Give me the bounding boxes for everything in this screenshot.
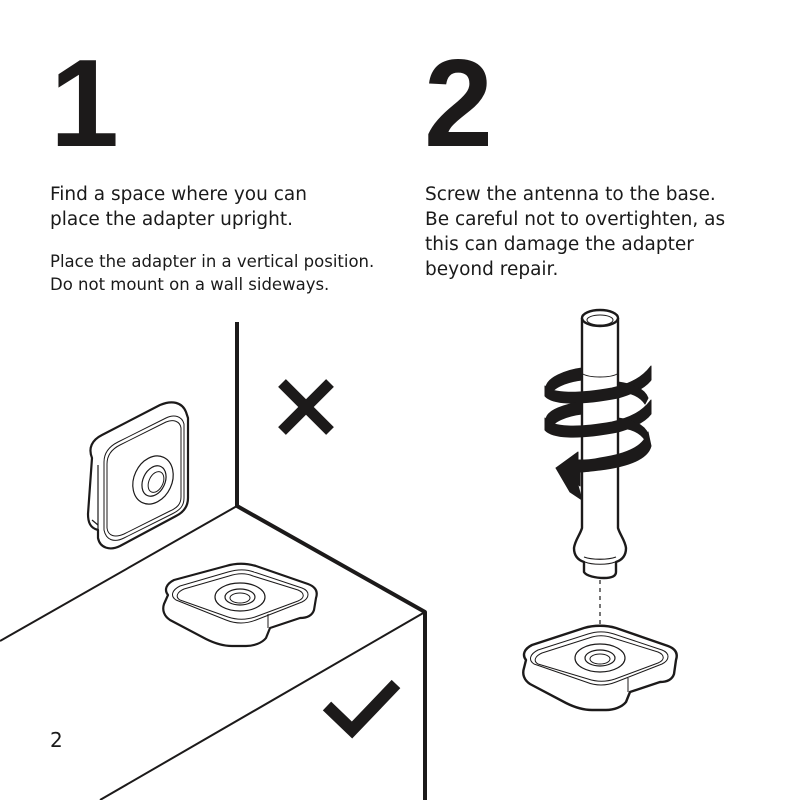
step-2-heading-line: Be careful not to overtighten, as bbox=[425, 209, 726, 230]
step-1-heading: Find a space where you can place the ada… bbox=[50, 182, 400, 232]
step-2-heading-line: beyond repair. bbox=[425, 259, 559, 280]
step-1-heading-line: Find a space where you can bbox=[50, 184, 307, 205]
page-number: 2 bbox=[50, 728, 63, 752]
rotate-counterclockwise-arrow-icon bbox=[544, 365, 652, 501]
step-1-number: 1 bbox=[50, 35, 119, 173]
antenna bbox=[572, 308, 628, 580]
step-2-heading: Screw the antenna to the base. Be carefu… bbox=[425, 182, 765, 282]
wall-corner-lines bbox=[235, 322, 427, 800]
flat-adapter-on-surface bbox=[162, 562, 318, 648]
step-1-heading-line: place the adapter upright. bbox=[50, 209, 293, 230]
surface-edge-lines bbox=[0, 505, 426, 800]
antenna-base-adapter bbox=[522, 624, 678, 712]
step-2-heading-line: this can damage the adapter bbox=[425, 234, 694, 255]
step-1-note-line: Do not mount on a wall sideways. bbox=[50, 275, 330, 294]
step-2-illustration bbox=[522, 308, 678, 712]
step-1-note-line: Place the adapter in a vertical position… bbox=[50, 252, 375, 271]
cross-icon bbox=[278, 379, 334, 435]
step-2-number: 2 bbox=[424, 35, 493, 173]
step-1-illustration bbox=[0, 322, 427, 800]
checkmark-icon bbox=[322, 679, 401, 739]
step-1-note: Place the adapter in a vertical position… bbox=[50, 250, 410, 296]
wall-mounted-adapter bbox=[86, 401, 190, 550]
step-2-heading-line: Screw the antenna to the base. bbox=[425, 184, 716, 205]
